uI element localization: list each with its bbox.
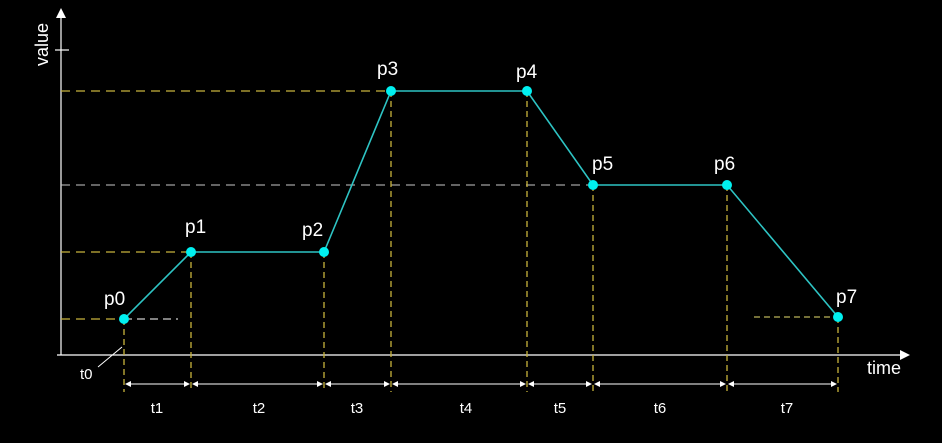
point-label-p0: p0	[104, 289, 125, 310]
point-label-p6: p6	[714, 154, 735, 175]
duration-label-t6: t6	[654, 400, 667, 417]
duration-arrows: t1 t2 t3 t4 t5	[125, 381, 837, 417]
point-label-p4: p4	[516, 62, 538, 83]
y-axis-arrowhead	[56, 8, 66, 18]
duration-arrow-t7: t7	[728, 381, 837, 417]
points	[119, 86, 843, 324]
point-p3	[386, 86, 396, 96]
point-label-p2: p2	[302, 220, 323, 241]
duration-arrow-t6: t6	[594, 381, 726, 417]
duration-arrow-t1: t1	[125, 381, 190, 417]
point-label-p1: p1	[185, 217, 206, 238]
point-label-p7: p7	[836, 287, 857, 308]
level-guides	[61, 90, 838, 320]
point-p4	[522, 86, 532, 96]
point-label-p5: p5	[592, 154, 613, 175]
duration-label-t5: t5	[554, 400, 567, 417]
axes: value time	[32, 8, 910, 378]
duration-arrow-t4: t4	[392, 381, 526, 417]
origin-leader	[97, 346, 123, 368]
point-label-p3: p3	[377, 59, 398, 80]
duration-label-t7: t7	[781, 400, 794, 417]
point-p5	[588, 180, 598, 190]
point-p2	[319, 247, 329, 257]
duration-label-t2: t2	[253, 400, 266, 417]
duration-label-t3: t3	[351, 400, 364, 417]
duration-arrow-t2: t2	[192, 381, 323, 417]
time-guides: t0	[80, 91, 839, 392]
duration-label-t4: t4	[460, 400, 473, 417]
trajectory-line	[123, 90, 839, 320]
x-axis-arrowhead	[900, 350, 910, 360]
point-p0	[119, 314, 129, 324]
point-p1	[186, 247, 196, 257]
x-axis-label: time	[867, 358, 901, 378]
origin-label: t0	[80, 366, 93, 383]
y-axis-label: value	[32, 23, 52, 66]
duration-arrow-t5: t5	[528, 381, 592, 417]
point-p6	[722, 180, 732, 190]
duration-arrow-t3: t3	[325, 381, 390, 417]
point-labels: p0 p1 p2 p3 p4 p5 p6 p7	[104, 59, 857, 310]
duration-label-t1: t1	[151, 400, 164, 417]
point-p7	[833, 312, 843, 322]
